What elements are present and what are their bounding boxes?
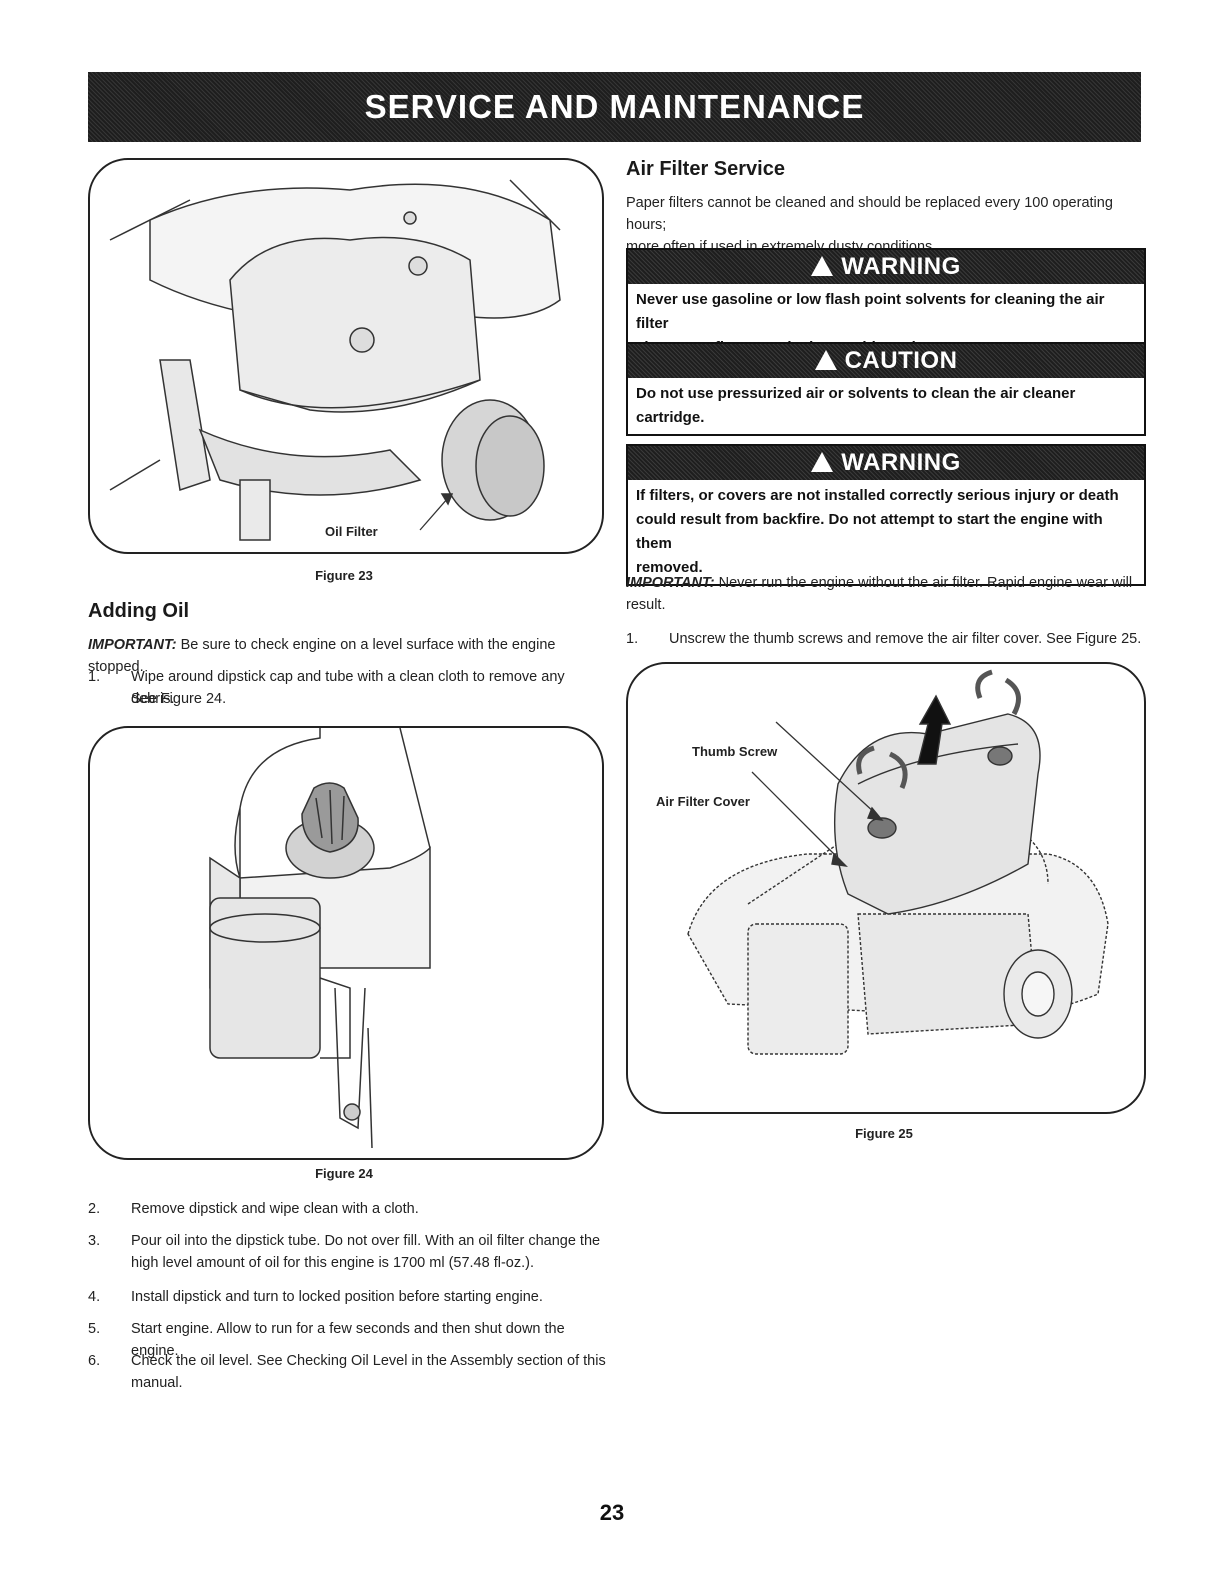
warning-title: WARNING xyxy=(841,253,961,280)
figure-23-image: Oil Filter xyxy=(88,158,604,554)
step-text-line-2: See Figure 24. xyxy=(131,691,227,707)
step-number: 5. xyxy=(88,1321,101,1337)
dipstick-drawing xyxy=(209,728,431,1149)
step-text-line-1: Unscrew the thumb screws and remove the … xyxy=(669,631,1142,647)
step-text-line-1: Start engine. Allow to run for a few sec… xyxy=(131,1321,565,1359)
caution-header: CAUTION xyxy=(628,344,1144,378)
air-filter-step-1: 1. Unscrew the thumb screws and remove t… xyxy=(626,628,1146,650)
warning-body-line-3: removed. xyxy=(636,559,703,576)
caution-body-line-2: cartridge. xyxy=(636,409,705,426)
step-number: 1. xyxy=(626,631,639,647)
important-label: IMPORTANT: xyxy=(626,575,715,591)
figure-23-caption: Figure 23 xyxy=(315,568,373,583)
adding-oil-step-2: 2. Remove dipstick and wipe clean with a… xyxy=(88,1198,608,1220)
air-filter-cover-label: Air Filter Cover xyxy=(656,794,750,809)
thumb-screw-label: Thumb Screw xyxy=(692,744,778,759)
caution-body-line-1: Do not use pressurized air or solvents t… xyxy=(636,385,1076,402)
step-text-line-2: high level amount of oil for this engine… xyxy=(131,1255,534,1271)
step-text-line-1: Check the oil level. See Checking Oil Le… xyxy=(131,1353,606,1369)
warning-body: If filters, or covers are not installed … xyxy=(628,480,1144,584)
step-text-line-1: Install dipstick and turn to locked posi… xyxy=(131,1289,543,1305)
air-filter-cover-drawing: Thumb Screw Air Filter Cover xyxy=(656,669,1109,1055)
air-filter-intro-line-1: Paper filters cannot be cleaned and shou… xyxy=(626,195,1113,233)
warning-triangle-icon xyxy=(811,256,834,276)
step-text-line-2: manual. xyxy=(131,1375,183,1391)
caution-box: CAUTION Do not use pressurized air or so… xyxy=(626,342,1146,436)
adding-oil-important: IMPORTANT: Be sure to check engine on a … xyxy=(88,634,600,678)
important-text-line-2: result. xyxy=(626,597,666,613)
figure-24-caption: Figure 24 xyxy=(315,1166,373,1181)
adding-oil-step-1: 1. Wipe around dipstick cap and tube wit… xyxy=(88,666,600,710)
air-filter-heading: Air Filter Service xyxy=(626,158,785,180)
warning-triangle-icon xyxy=(811,452,834,472)
important-label: IMPORTANT: xyxy=(88,637,177,653)
warning-title: WARNING xyxy=(841,449,961,476)
warning-header: WARNING xyxy=(628,446,1144,480)
warning-body-line-1: If filters, or covers are not installed … xyxy=(636,487,1119,504)
important-text-line-1: Never run the engine without the air fil… xyxy=(718,575,1133,591)
figure-25-image: Thumb Screw Air Filter Cover xyxy=(626,662,1146,1114)
air-filter-important: IMPORTANT: Never run the engine without … xyxy=(626,572,1142,616)
step-number: 2. xyxy=(88,1201,101,1217)
step-text-line-1: Wipe around dipstick cap and tube with a… xyxy=(131,669,565,707)
page-banner: SERVICE AND MAINTENANCE xyxy=(88,72,1141,142)
engine-oil-filter-drawing: Oil Filter xyxy=(109,179,561,541)
step-number: 4. xyxy=(88,1289,101,1305)
caution-title: CAUTION xyxy=(844,347,958,374)
step-number: 6. xyxy=(88,1353,101,1369)
warning-header: WARNING xyxy=(628,250,1144,284)
step-text-line-1: Pour oil into the dipstick tube. Do not … xyxy=(131,1233,601,1249)
adding-oil-step-4: 4. Install dipstick and turn to locked p… xyxy=(88,1286,608,1308)
step-number: 1. xyxy=(88,669,101,685)
adding-oil-step-6: 6. Check the oil level. See Checking Oil… xyxy=(88,1350,608,1394)
adding-oil-step-5: 5. Start engine. Allow to run for a few … xyxy=(88,1318,608,1359)
figure-24-image xyxy=(88,726,604,1160)
caution-body: Do not use pressurized air or solvents t… xyxy=(628,378,1144,434)
caution-triangle-icon xyxy=(814,350,837,370)
important-text: Be sure to check engine on a level surfa… xyxy=(88,637,556,675)
adding-oil-step-3: 3. Pour oil into the dipstick tube. Do n… xyxy=(88,1230,608,1274)
oil-filter-label: Oil Filter xyxy=(325,524,378,539)
figure-25-caption: Figure 25 xyxy=(855,1126,913,1141)
step-text-line-1: Remove dipstick and wipe clean with a cl… xyxy=(131,1201,419,1217)
page-number: 23 xyxy=(599,1500,625,1525)
step-number: 3. xyxy=(88,1233,101,1249)
warning-box-2: WARNING If filters, or covers are not in… xyxy=(626,444,1146,586)
warning-body-line-2: could result from backfire. Do not attem… xyxy=(636,511,1103,552)
warning-body-line-1: Never use gasoline or low flash point so… xyxy=(636,291,1105,332)
adding-oil-heading: Adding Oil xyxy=(88,600,190,622)
banner-title: SERVICE AND MAINTENANCE xyxy=(364,88,865,125)
